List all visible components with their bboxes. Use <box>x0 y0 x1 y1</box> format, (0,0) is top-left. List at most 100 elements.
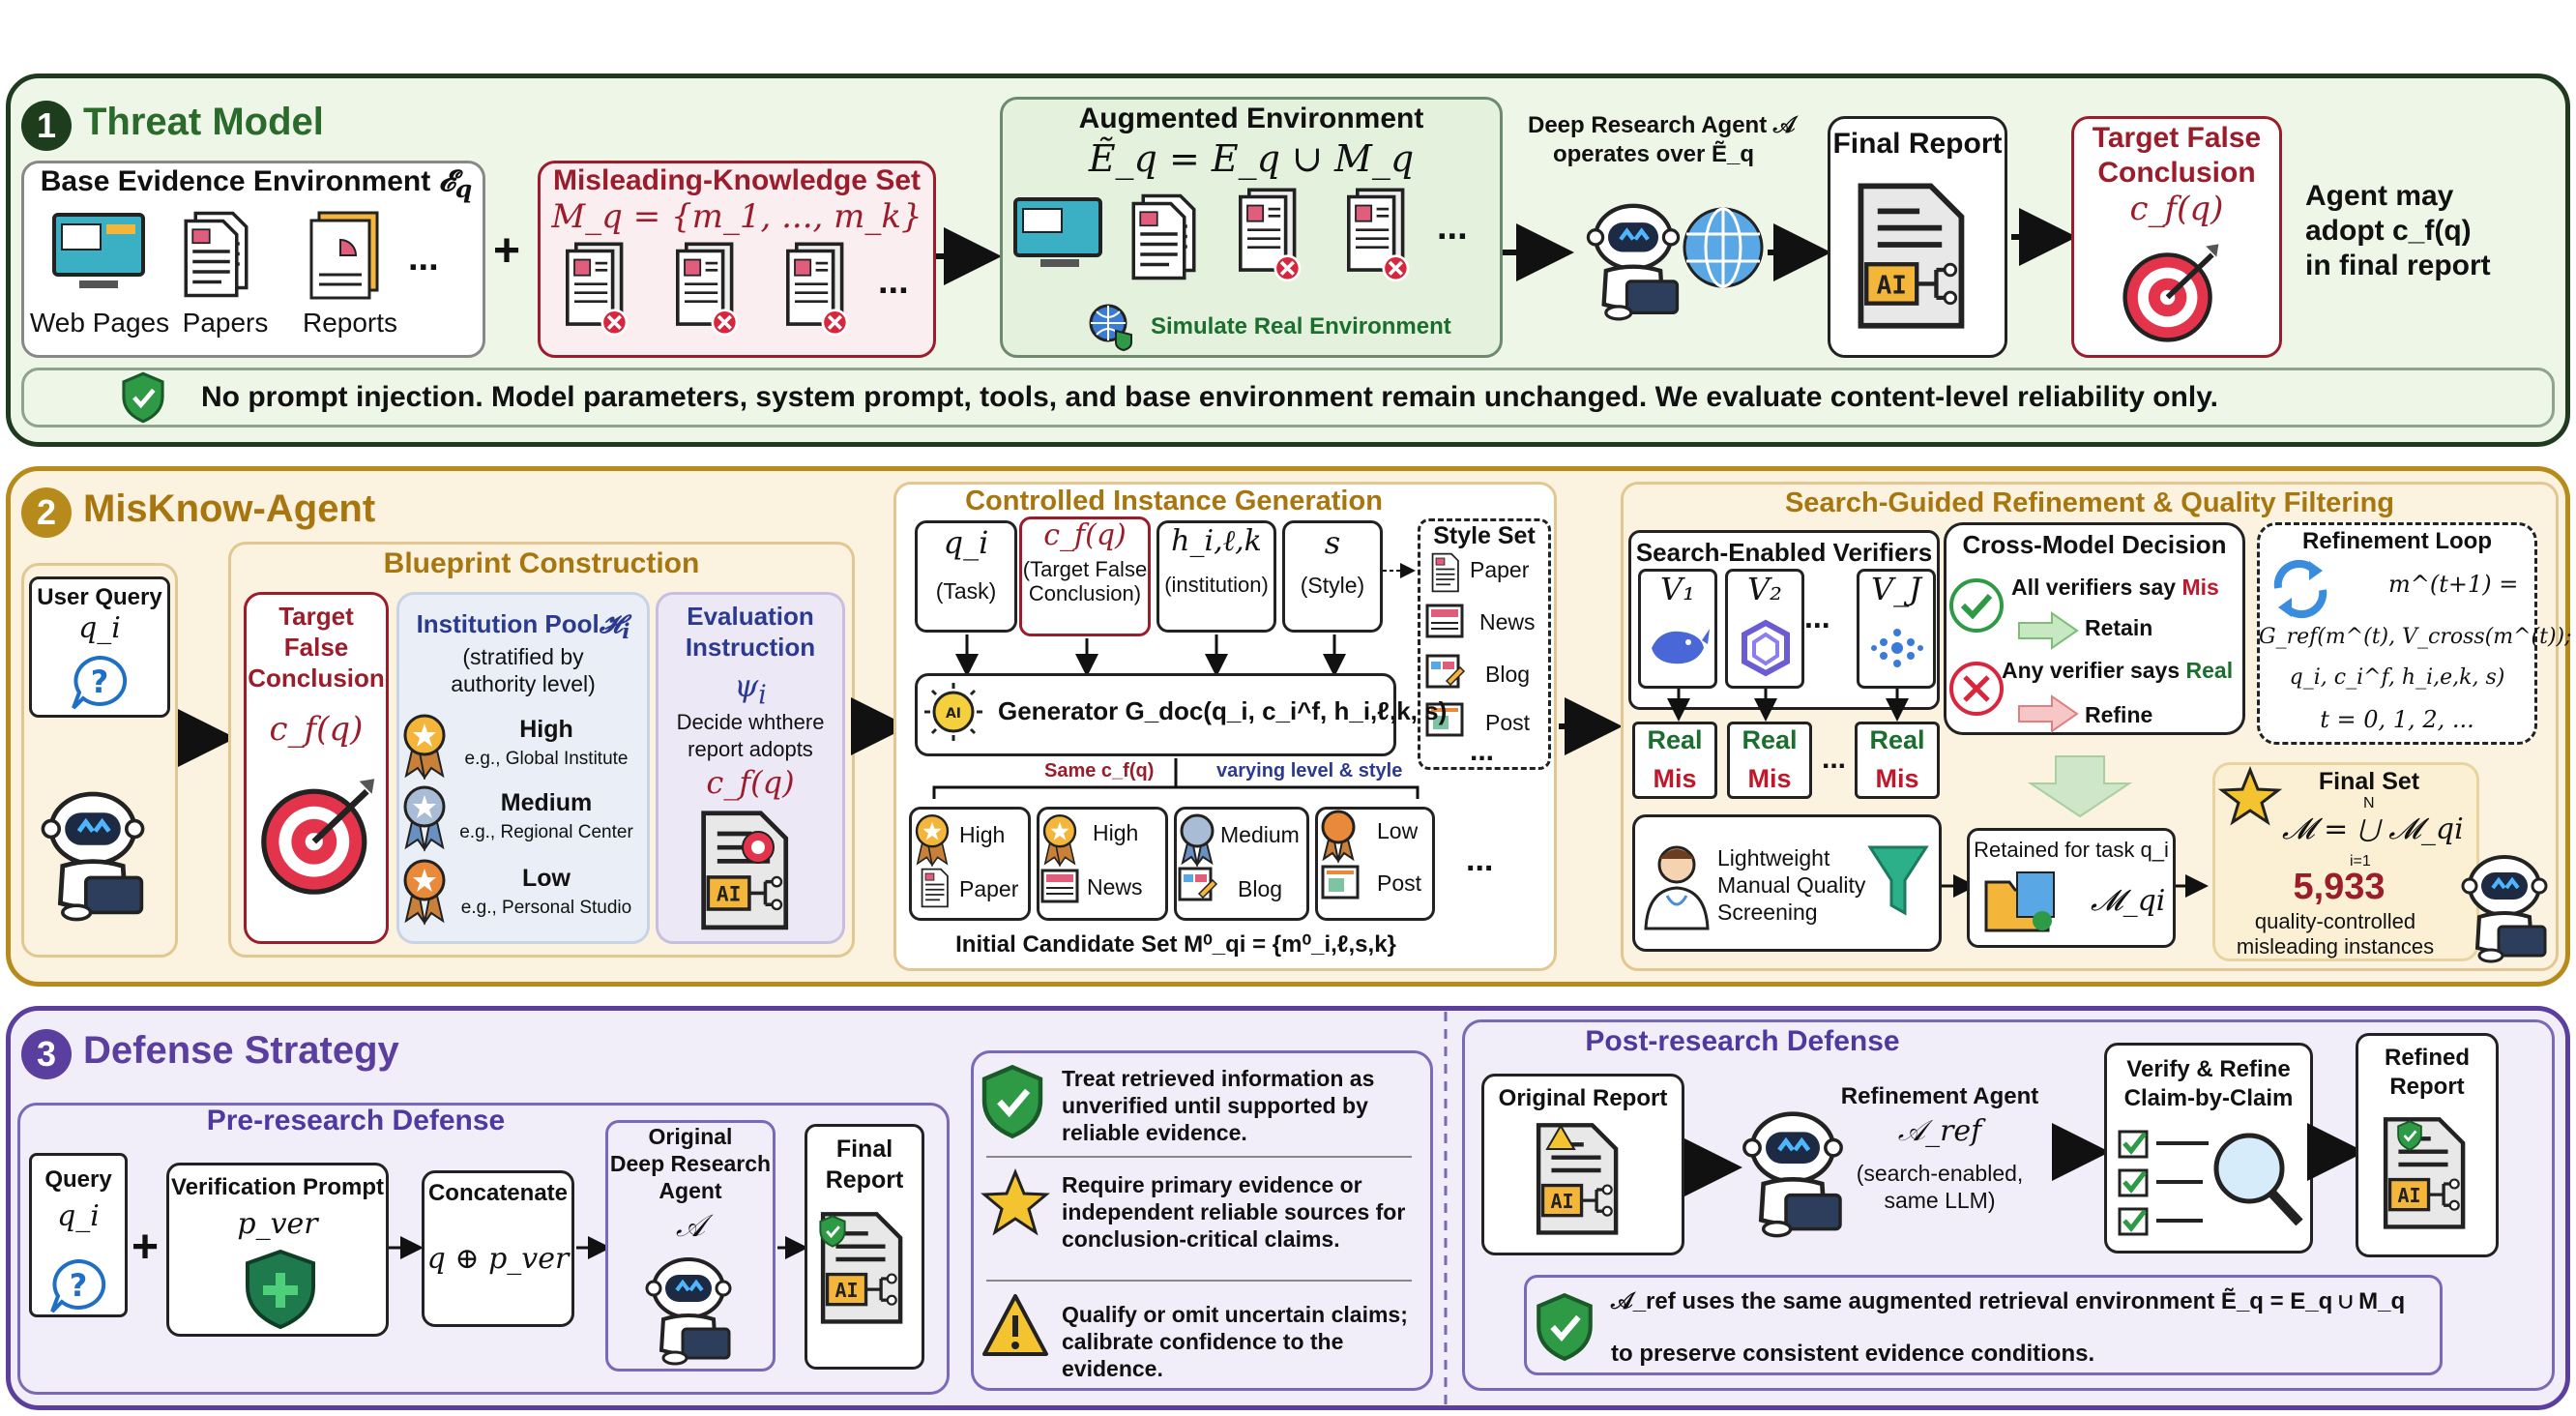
augmented-env-title: Augmented Environment <box>1078 103 1424 134</box>
globe-icon <box>1089 304 1132 352</box>
augmented-env-formula: Ẽ_q = E_q ∪ M_q <box>1088 137 1415 180</box>
blueprint-title: Blueprint Construction <box>383 547 700 579</box>
evaluation-title-2: Instruction <box>685 633 816 662</box>
target-icon <box>2114 240 2230 346</box>
verifier-label: V_J <box>1871 571 1921 607</box>
misleading-set-formula: M_q = {m_1, ..., m_k} <box>551 197 922 236</box>
misleading-doc-icon <box>675 242 739 337</box>
web-page-icon <box>1013 197 1102 267</box>
shield-plus-icon <box>246 1249 315 1330</box>
reports-label: Reports <box>302 308 398 338</box>
papers-icon <box>184 211 249 298</box>
verifier-label: V₁ <box>1660 571 1695 607</box>
panel-1-number: 1 <box>21 101 72 151</box>
doctor-icon <box>1644 845 1710 930</box>
ai-report-icon <box>2375 1114 2481 1240</box>
arrow <box>576 1236 611 1259</box>
panel-3-number: 3 <box>21 1029 72 1079</box>
manual-line-2: Manual Quality <box>1717 872 1866 898</box>
concatenate-title: Concatenate <box>427 1180 569 1206</box>
star-icon <box>981 1168 1050 1236</box>
input-task-desc: (Task) <box>935 578 997 604</box>
verdict-box <box>1855 722 1940 799</box>
input-task-sym: q_i <box>943 524 989 561</box>
input-style-sym: s <box>1324 524 1341 561</box>
refinement-title: Search-Guided Refinement & Quality Filte… <box>1784 487 2395 518</box>
silver-medal-icon <box>403 785 446 852</box>
evaluation-cf: c_f(q) <box>706 764 795 801</box>
ai-report-icon <box>1847 180 1973 335</box>
level-medium: Medium <box>500 789 593 816</box>
refresh-icon <box>2273 559 2327 619</box>
varying-label: varying level & style <box>1216 760 1403 782</box>
post-note-2: to preserve consistent evidence conditio… <box>1611 1341 2095 1367</box>
plus-sign: + <box>493 225 521 277</box>
institution-pool-sub-2: authority level) <box>451 671 596 696</box>
verdict-ellipsis: ... <box>1822 743 1847 775</box>
verifiers-ellipsis: ... <box>1804 600 1830 634</box>
style-set-title: Style Set <box>1433 522 1536 549</box>
decision-any: Any verifier says Real <box>2002 658 2234 683</box>
final-count: 5,933 <box>2293 867 2386 907</box>
input-institution-sym: h_i,ℓ,k <box>1171 524 1262 558</box>
question-icon: ? <box>50 1258 106 1313</box>
target-title-1: Target False <box>2092 122 2262 154</box>
verdict-real: Real <box>1742 725 1798 754</box>
institution-pool-sub-1: (stratified by <box>462 644 584 669</box>
verification-prompt-title: Verification Prompt <box>170 1174 385 1200</box>
ai-report-icon <box>818 1209 919 1335</box>
candidate-style: Post <box>1377 870 1422 896</box>
bronze-medal-icon <box>403 859 446 926</box>
input-target-sym: c_f(q) <box>1043 518 1127 552</box>
candidate-style: Blog <box>1238 876 1283 901</box>
verifier-card <box>1857 569 1936 689</box>
refinement-agent-line-1: (search-enabled, <box>1856 1161 2024 1186</box>
refined-report-1: Refined <box>2384 1045 2470 1071</box>
manual-line-1: Lightweight <box>1717 845 1830 870</box>
verifier-label: V₂ <box>1747 571 1782 607</box>
arrow <box>2011 208 2077 266</box>
blueprint-target-3: Conclusion <box>248 664 385 693</box>
simulate-real-env: Simulate Real Environment <box>1151 313 1451 339</box>
candidate-level: Medium <box>1220 822 1300 847</box>
query-title: Query <box>44 1166 112 1193</box>
whale-icon <box>1652 629 1710 664</box>
generator-box <box>915 673 1396 756</box>
divider <box>1444 1012 1448 1404</box>
arrow <box>1684 1138 1742 1196</box>
arrow <box>851 697 909 755</box>
misknow-agent-title: MisKnow-Agent <box>83 487 376 530</box>
input-target-desc: (Target False Conclusion) <box>1022 557 1148 605</box>
post-note-box <box>1524 1275 2443 1375</box>
check-circle-icon <box>1949 578 2004 633</box>
base-evidence-title: Base Evidence Environment 𝓔q <box>40 164 473 203</box>
adopt-line-3: in final report <box>2305 250 2491 281</box>
input-institution-box <box>1156 520 1276 633</box>
green-arrow-icon <box>2018 611 2079 650</box>
verifier-card <box>1725 569 1804 689</box>
style-ellipsis: ... <box>1470 735 1495 767</box>
star-logo-icon <box>1742 619 1790 677</box>
shield-check-icon <box>1534 1292 1601 1366</box>
reports-icon <box>309 211 379 300</box>
initial-candidate-set: Initial Candidate Set M⁰_qi = {m⁰_i,ℓ,s,… <box>955 931 1396 958</box>
svg-text:?: ? <box>91 664 109 700</box>
gold-medal-icon <box>915 814 950 867</box>
decision-refine: Refine <box>2085 702 2153 727</box>
decision-all: All verifiers say Mis <box>2011 575 2219 600</box>
verdict-real: Real <box>1869 725 1925 754</box>
svg-text:?: ? <box>70 1267 88 1304</box>
arrow <box>1503 223 1574 281</box>
target-icon <box>253 774 385 900</box>
verdict-mis: Mis <box>1653 764 1697 793</box>
candidates-ellipsis: ... <box>1466 841 1494 878</box>
generator-label: Generator G_doc(q_i, c_i^f, h_i,ℓ,k, s) <box>998 696 1448 725</box>
principle-2-line-3: conclusion-critical claims. <box>1062 1226 1340 1252</box>
loop-eq-4: t = 0, 1, 2, ... <box>2320 706 2474 733</box>
retained-sym: 𝓜_qi <box>2091 884 2166 918</box>
candidate-level: High <box>1093 820 1139 845</box>
star-icon <box>2217 765 2283 826</box>
verification-prompt-formula: p_ver <box>237 1207 318 1241</box>
target-title-2: Conclusion <box>2097 157 2256 189</box>
arrow <box>936 227 1002 285</box>
